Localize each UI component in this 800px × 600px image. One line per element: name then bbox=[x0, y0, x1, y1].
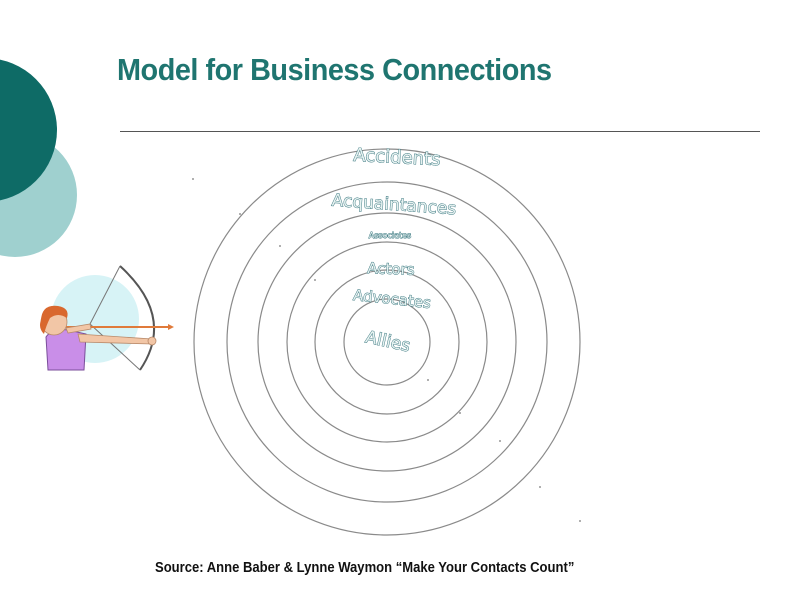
ring-label-advocates: Advocates bbox=[352, 286, 432, 312]
ring-label-accidents: Accidents bbox=[353, 145, 441, 171]
ring-accidents bbox=[193, 148, 581, 536]
speck bbox=[314, 279, 316, 281]
slide-title: Model for Business Connections bbox=[117, 52, 552, 87]
speck bbox=[279, 245, 281, 247]
speck bbox=[499, 440, 501, 442]
archer-clipart bbox=[40, 265, 174, 371]
speck bbox=[459, 412, 461, 414]
bowstring bbox=[89, 323, 141, 371]
ring-label-associates: Associates bbox=[369, 231, 411, 240]
teal-circles-decoration bbox=[0, 59, 77, 257]
ring-advocates bbox=[314, 269, 460, 415]
ring-associates bbox=[257, 212, 517, 472]
bow-icon bbox=[119, 265, 156, 371]
speck bbox=[539, 486, 541, 488]
dark-teal-circle bbox=[0, 59, 57, 201]
bowstring bbox=[89, 265, 121, 325]
ring-label-actors: Actors bbox=[367, 259, 415, 279]
archer-arm bbox=[65, 323, 92, 334]
speck bbox=[579, 520, 581, 522]
connections-rings-diagram: Accidents Acquaintances Associates Actor… bbox=[192, 144, 581, 536]
archer-hand bbox=[147, 336, 157, 346]
ring-actors bbox=[286, 241, 488, 443]
ring-allies bbox=[343, 298, 431, 386]
ring-label-acquaintances: Acquaintances bbox=[331, 191, 457, 220]
speck bbox=[192, 178, 194, 180]
speck bbox=[239, 213, 241, 215]
archer-hair bbox=[40, 305, 68, 334]
source-citation: Source: Anne Baber & Lynne Waymon “Make … bbox=[155, 560, 575, 576]
title-divider bbox=[120, 131, 760, 132]
arrow-head-icon bbox=[168, 324, 174, 330]
ring-acquaintances bbox=[226, 181, 548, 503]
speck bbox=[427, 379, 429, 381]
ring-label-allies: Allies bbox=[364, 328, 412, 357]
